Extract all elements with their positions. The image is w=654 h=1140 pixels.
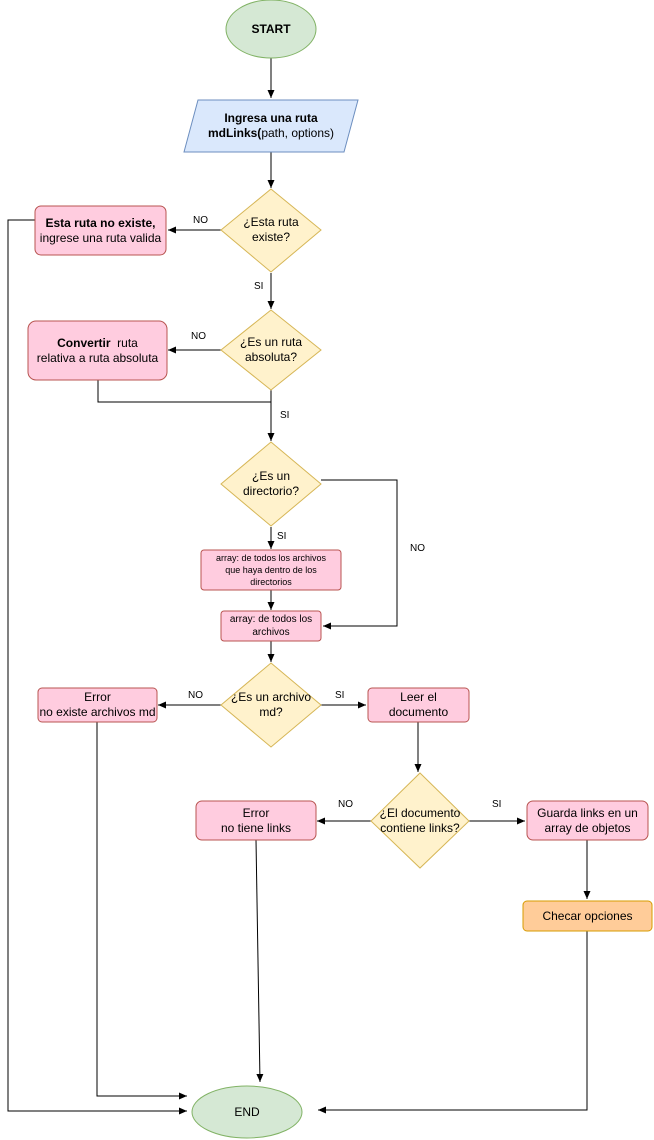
array-files-box [220, 610, 322, 642]
edge-options-to-end [318, 931, 588, 1114]
edge-label-absolute-no: NO [191, 331, 206, 342]
edge-not-exists-to-end [7, 219, 187, 1115]
absolute-decision [220, 309, 322, 391]
links-decision [370, 772, 470, 869]
input-parallelogram [183, 99, 359, 153]
edge-label-md-no: NO [188, 690, 203, 701]
save-links-box [526, 800, 649, 841]
edge-label-links-yes: SI [492, 799, 502, 810]
edge-label-directory-no: NO [410, 543, 425, 554]
array-dirs-box [200, 549, 342, 591]
directory-decision [220, 441, 322, 527]
edge-no-md-to-end [96, 722, 187, 1100]
check-options-box [522, 900, 653, 932]
edge-label-links-no: NO [338, 799, 353, 810]
end-terminal [191, 1085, 303, 1139]
exists-decision [220, 188, 322, 273]
edge-convert-to-main [97, 380, 271, 403]
no-md-error-box [37, 687, 158, 723]
not-exists-box [34, 205, 167, 256]
edge-no-links-to-end [255, 839, 264, 1083]
read-doc-box [367, 687, 470, 723]
edge-label-exists-yes: SI [254, 281, 264, 292]
edge-directory-no [321, 479, 398, 630]
edge-label-exists-no: NO [193, 215, 208, 226]
md-decision [220, 662, 322, 748]
no-links-error-box [195, 800, 317, 841]
start-terminal [225, 0, 317, 59]
convert-box [27, 320, 168, 381]
edge-label-directory-yes: SI [277, 531, 287, 542]
edge-label-absolute-yes: SI [280, 410, 290, 421]
edge-label-md-yes: SI [335, 690, 345, 701]
